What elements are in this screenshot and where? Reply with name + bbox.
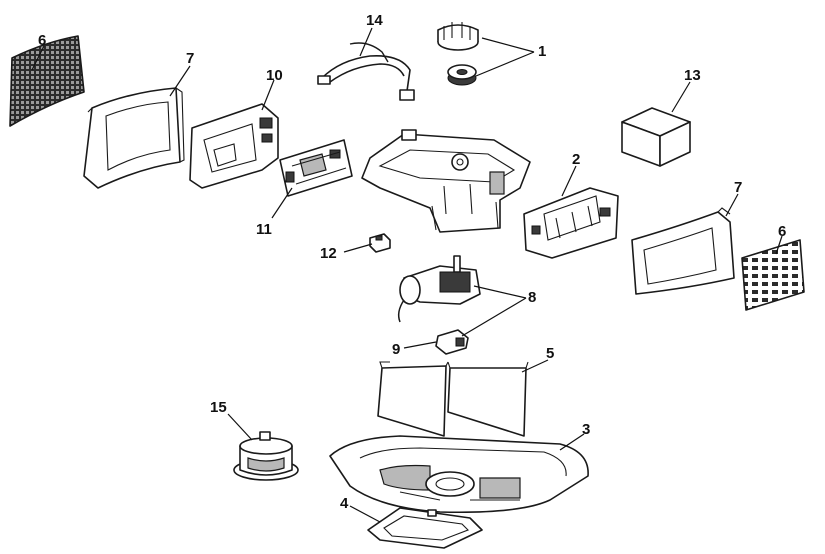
callout-13: 13: [684, 67, 701, 84]
callout-labels: 6 7 10 14 1 13 2 11 12 7 6 8 9 5 15 3 4: [38, 12, 786, 512]
part-4-gasket: [367, 507, 483, 549]
part-10-housing: [189, 103, 279, 189]
callout-14: 14: [366, 12, 383, 29]
callout-11: 11: [256, 221, 272, 238]
part-7-left-lens: [83, 87, 185, 189]
callout-1: 1: [538, 43, 546, 60]
part-12-switch: [369, 233, 391, 253]
callout-6-right: 6: [778, 223, 786, 240]
part-8-motor-assembly: [397, 255, 481, 323]
part-3-base-cover: [329, 435, 589, 514]
callout-7-right: 7: [734, 179, 742, 196]
callout-9: 9: [392, 341, 400, 358]
leader-lines: [31, 27, 783, 523]
part-7-right-lens: [631, 207, 735, 295]
callout-3: 3: [582, 421, 590, 438]
callout-10: 10: [266, 67, 283, 84]
chassis: [361, 129, 531, 233]
part-5-lens-panels: [377, 361, 529, 437]
callout-7-left: 7: [186, 50, 194, 67]
part-13-light-box: [621, 107, 691, 167]
part-1-gears: [437, 22, 479, 86]
part-11-logic-board: [279, 139, 353, 197]
callout-12: 12: [320, 245, 337, 262]
callout-8: 8: [528, 289, 536, 306]
part-2-bracket: [523, 187, 619, 259]
callout-15: 15: [210, 399, 227, 416]
callout-2: 2: [572, 151, 580, 168]
callout-5: 5: [546, 345, 554, 362]
part-6-left-filter: [9, 35, 85, 127]
part-9-sensor: [435, 329, 469, 355]
part-14-wire-harness: [317, 42, 415, 101]
callout-4: 4: [340, 495, 349, 512]
part-15-light-socket: [233, 431, 299, 481]
callout-6-left: 6: [38, 32, 46, 49]
part-6-right-grille: [741, 239, 805, 311]
